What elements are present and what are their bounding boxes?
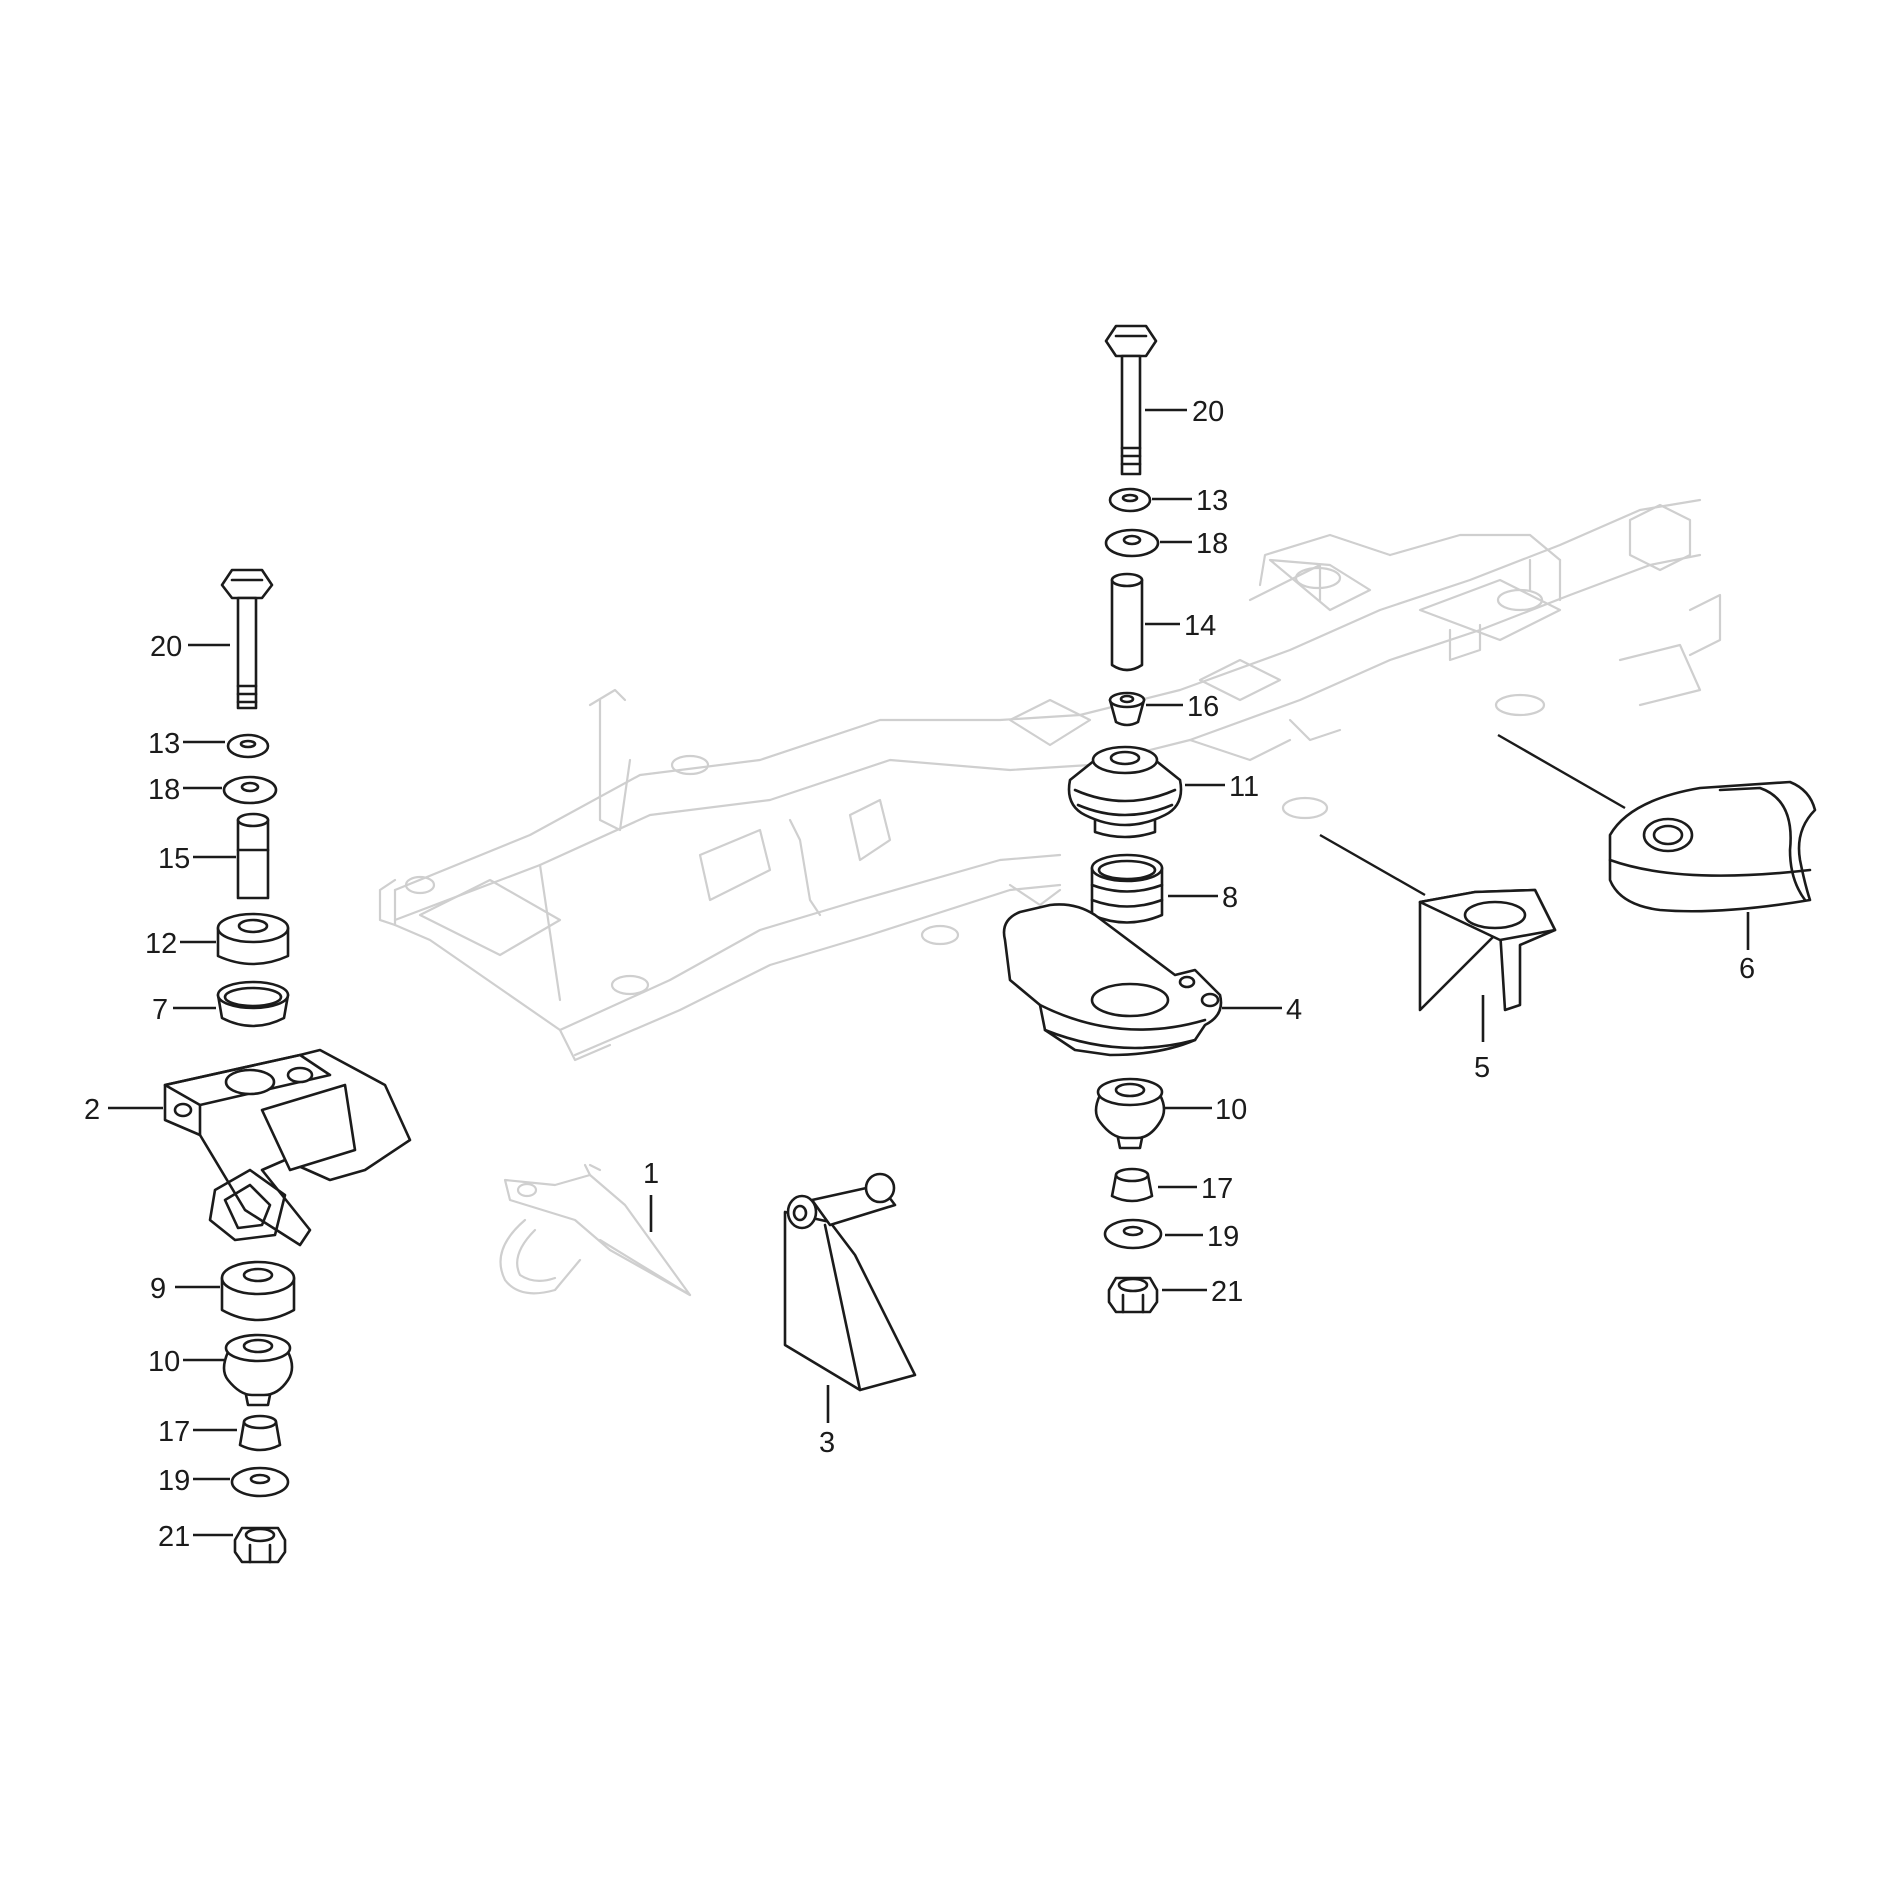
callout-21-right: 21: [1162, 1276, 1243, 1308]
right-bolt: [1104, 324, 1158, 476]
svg-text:12: 12: [145, 928, 177, 960]
left-sleeve: [236, 812, 270, 900]
right-spacer-17: [1110, 1167, 1154, 1203]
pointer-6: [1497, 733, 1626, 810]
callout-13-right: 13: [1152, 485, 1228, 517]
callout-17-right: 17: [1158, 1173, 1233, 1205]
callout-6: 6: [1739, 912, 1755, 985]
svg-text:3: 3: [819, 1427, 835, 1459]
svg-text:15: 15: [158, 843, 190, 875]
left-spacer: [238, 1414, 282, 1452]
svg-text:4: 4: [1286, 994, 1302, 1026]
right-washer-19: [1103, 1218, 1163, 1250]
svg-text:9: 9: [150, 1273, 166, 1305]
bracket-6: [1608, 780, 1817, 913]
callout-2-left: 2: [84, 1094, 163, 1126]
svg-text:13: 13: [148, 728, 180, 760]
callout-1: 1: [643, 1158, 659, 1232]
svg-text:16: 16: [1187, 691, 1219, 723]
right-flat-washer: [1104, 528, 1160, 558]
svg-text:8: 8: [1222, 882, 1238, 914]
callout-19-right: 19: [1165, 1221, 1239, 1253]
left-nut: [233, 1526, 287, 1564]
svg-text:19: 19: [1207, 1221, 1239, 1253]
svg-text:17: 17: [158, 1416, 190, 1448]
callout-10-right: 10: [1165, 1094, 1247, 1126]
bracket-5: [1418, 888, 1557, 1012]
callout-18-right: 18: [1160, 528, 1228, 560]
pointer-5: [1319, 833, 1426, 897]
right-lock-washer: [1108, 487, 1152, 513]
svg-text:17: 17: [1201, 1173, 1233, 1205]
svg-text:21: 21: [158, 1521, 190, 1553]
callout-9-left: 9: [150, 1273, 220, 1305]
left-bolt: [220, 568, 274, 710]
right-rubber-mount-11: [1067, 745, 1183, 839]
left-rubber-mount-10: [222, 1333, 294, 1407]
callout-15-left: 15: [158, 843, 236, 875]
callout-19-left: 19: [158, 1465, 230, 1497]
svg-text:14: 14: [1184, 610, 1216, 642]
svg-text:13: 13: [1196, 485, 1228, 517]
svg-text:18: 18: [148, 774, 180, 806]
left-bracket: [163, 1048, 412, 1247]
left-bushing: [216, 912, 290, 966]
svg-text:6: 6: [1739, 953, 1755, 985]
callout-4: 4: [1222, 994, 1302, 1026]
callout-17-left: 17: [158, 1416, 237, 1448]
svg-text:20: 20: [1192, 396, 1224, 428]
callout-10-left: 10: [148, 1346, 225, 1378]
left-flat-washer: [222, 775, 278, 805]
callout-11-right: 11: [1185, 771, 1259, 803]
svg-text:10: 10: [148, 1346, 180, 1378]
callout-3: 3: [819, 1385, 835, 1459]
left-washer-19: [230, 1466, 290, 1498]
svg-text:2: 2: [84, 1094, 100, 1126]
svg-text:11: 11: [1229, 771, 1259, 803]
callout-18-left: 18: [148, 774, 222, 806]
svg-text:1: 1: [643, 1158, 659, 1190]
callout-14-right: 14: [1145, 610, 1216, 642]
svg-text:18: 18: [1196, 528, 1228, 560]
chassis-frame: [378, 498, 1722, 1062]
callout-20-right: 20: [1145, 396, 1224, 428]
right-rubber-mount-10: [1094, 1077, 1166, 1150]
right-nut: [1107, 1276, 1159, 1314]
callout-7-left: 7: [152, 994, 216, 1026]
callout-13-left: 13: [148, 728, 225, 760]
left-rubber-mount-9: [220, 1260, 296, 1322]
svg-text:20: 20: [150, 631, 182, 663]
callout-20-left: 20: [150, 631, 230, 663]
callout-21-left: 21: [158, 1521, 233, 1553]
right-spacer-16: [1108, 691, 1146, 727]
right-ring-8: [1090, 853, 1164, 924]
callout-12-left: 12: [145, 928, 216, 960]
callout-8-right: 8: [1168, 882, 1238, 914]
right-sleeve: [1110, 572, 1144, 672]
svg-text:21: 21: [1211, 1276, 1243, 1308]
left-ring: [216, 980, 290, 1028]
callout-5: 5: [1474, 995, 1490, 1084]
frame-bracket-1: [499, 1163, 692, 1297]
svg-text:7: 7: [152, 994, 168, 1026]
mount-block-3: [783, 1172, 917, 1392]
svg-text:19: 19: [158, 1465, 190, 1497]
svg-text:10: 10: [1215, 1094, 1247, 1126]
svg-text:5: 5: [1474, 1052, 1490, 1084]
callout-16-right: 16: [1146, 691, 1219, 723]
right-bracket-4: [1002, 903, 1223, 1057]
left-lock-washer: [226, 733, 270, 759]
